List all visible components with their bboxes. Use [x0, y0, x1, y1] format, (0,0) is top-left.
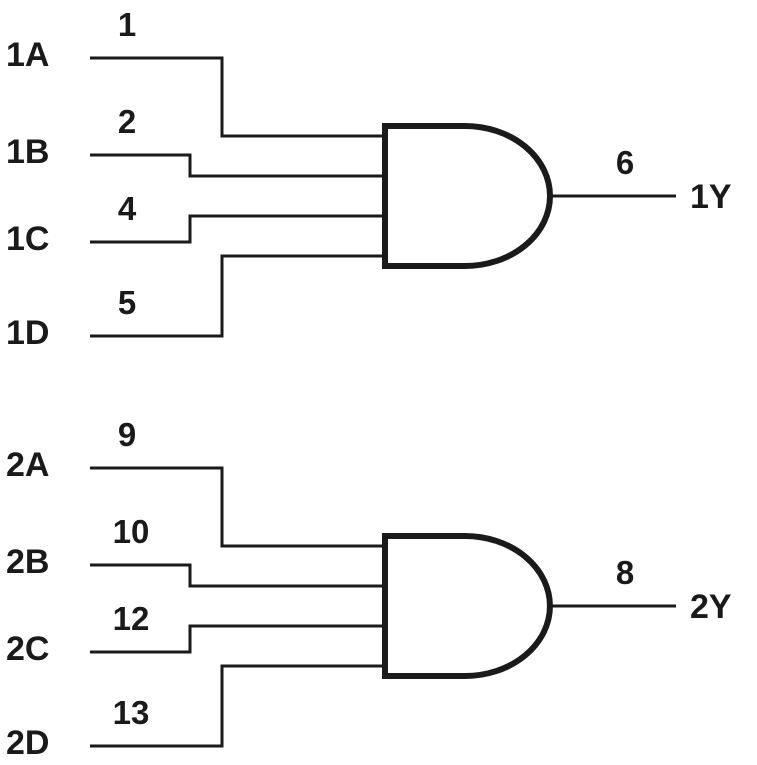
gate-1-input-label-d: 1D [6, 314, 49, 352]
gate-2-and-gate-icon [382, 533, 553, 679]
gate-1-pin-number-d: 5 [118, 284, 136, 321]
gate-2-output-label: 2Y [690, 588, 732, 626]
gate-2-pin-number-d: 13 [113, 694, 150, 731]
gate-2-output-pin-number: 8 [616, 554, 634, 591]
gate-2-group: 2A 2B 2C 2D 9 10 12 13 8 2Y [6, 416, 732, 762]
gate-1-and-gate-icon [382, 123, 553, 269]
gate-1-input-label-c: 1C [6, 220, 49, 258]
gate-2-input-wire-c [90, 624, 385, 654]
gate-1-input-label-a: 1A [6, 36, 49, 74]
gate-2-input-label-a: 2A [6, 446, 49, 484]
gate-1-pin-number-c: 4 [118, 190, 137, 227]
gate-1-input-wire-b [90, 153, 385, 178]
gate-2-input-wire-d [90, 664, 385, 748]
gate-2-input-wire-a [90, 466, 385, 548]
gate-1-output-pin-number: 6 [616, 144, 634, 181]
gate-1-input-wire-c [90, 214, 385, 244]
gate-1-output-label: 1Y [690, 178, 732, 216]
gate-1-input-wire-d [90, 254, 385, 338]
gate-2-pin-number-b: 10 [113, 513, 150, 550]
gate-2-input-label-c: 2C [6, 630, 49, 668]
gate-2-input-label-d: 2D [6, 724, 49, 762]
gate-1-input-label-b: 1B [6, 133, 49, 171]
gate-2-pin-number-c: 12 [113, 600, 150, 637]
gate-1-pin-number-b: 2 [118, 103, 136, 140]
gate-1-group: 1A 1B 1C 1D 1 2 4 5 6 1Y [6, 6, 732, 352]
gate-2-input-label-b: 2B [6, 543, 49, 581]
gate-1-input-wire-a [90, 56, 385, 138]
gate-1-pin-number-a: 1 [118, 6, 136, 43]
gate-2-pin-number-a: 9 [118, 416, 136, 453]
gate-2-input-wire-b [90, 563, 385, 588]
